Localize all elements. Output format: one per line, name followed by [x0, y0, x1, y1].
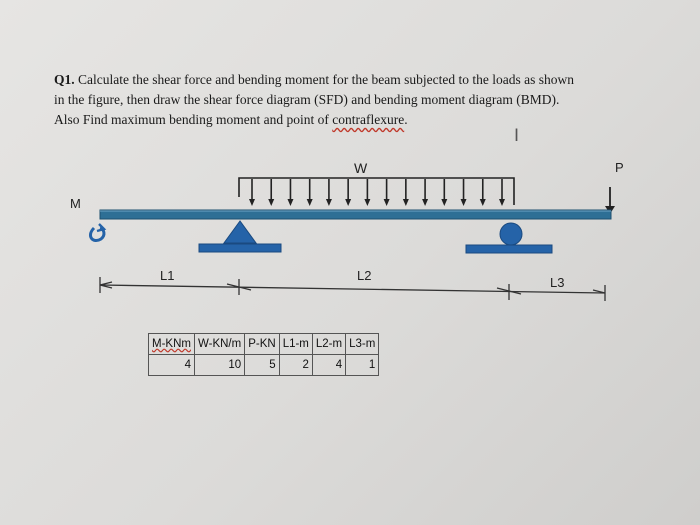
- pin-support: [198, 220, 282, 253]
- span-l3-label: L3: [550, 275, 565, 290]
- udl-arrowhead: [364, 199, 371, 206]
- table-header-cell: L1-m: [278, 333, 313, 355]
- contraflexure-term: contraflexure: [332, 112, 405, 127]
- dimension-lines: [99, 277, 606, 301]
- beam: [99, 209, 612, 220]
- table-value-cell: 10: [193, 354, 246, 376]
- question-line-1: Q1. Calculate the shear force and bendin…: [54, 70, 654, 90]
- moment-m-label: M: [70, 196, 81, 211]
- question-line-1-text: Calculate the shear force and bending mo…: [78, 72, 574, 87]
- moment-arrow-icon: [89, 223, 107, 243]
- udl-arrowhead: [325, 199, 332, 206]
- span-l2-label: L2: [357, 268, 372, 283]
- question-number: Q1.: [54, 72, 75, 87]
- table-value-cell: 1: [345, 354, 380, 376]
- load-p-label: P: [615, 160, 624, 175]
- udl-arrowhead: [441, 199, 448, 206]
- distributed-load: [238, 177, 515, 206]
- udl-arrowhead: [422, 199, 429, 206]
- table-header-row: M-KNm W-KN/m P-KN L1-m L2-m L3-m: [148, 333, 380, 355]
- udl-arrowhead: [345, 199, 352, 206]
- load-w-label: W: [354, 160, 368, 176]
- table-header-cell: M-KNm: [148, 333, 195, 355]
- text-cursor-icon: I: [514, 126, 520, 146]
- span-l1-label: L1: [160, 268, 175, 283]
- table-value-cell: 5: [244, 354, 280, 376]
- question-line-3-text: Also Find maximum bending moment and poi…: [54, 112, 333, 127]
- udl-arrowhead: [383, 199, 390, 206]
- udl-arrowhead: [402, 199, 409, 206]
- table-header-cell: P-KN: [244, 333, 280, 355]
- udl-arrows: [249, 179, 505, 206]
- udl-arrowhead: [249, 199, 255, 206]
- question-text: Q1. Calculate the shear force and bendin…: [54, 70, 654, 130]
- roller-support: [465, 222, 553, 254]
- table-value-cell: 2: [278, 354, 313, 376]
- udl-arrowhead: [306, 199, 313, 206]
- table-header-cell: L2-m: [311, 333, 347, 355]
- table-value-row: 4 10 5 2 4 1: [148, 354, 380, 376]
- question-line-2: in the figure, then draw the shear force…: [54, 92, 560, 107]
- udl-arrowhead: [479, 199, 486, 206]
- table-header-cell: L3-m: [345, 333, 380, 355]
- udl-arrowhead: [460, 199, 467, 206]
- udl-arrowhead: [287, 199, 294, 206]
- udl-arrowhead: [268, 199, 275, 206]
- udl-arrowhead: [499, 199, 505, 206]
- parameter-table: M-KNm W-KN/m P-KN L1-m L2-m L3-m 4 10 5 …: [148, 333, 380, 376]
- question-line-3-period: .: [404, 112, 408, 127]
- table-header-cell: W-KN/m: [193, 333, 246, 355]
- table-value-cell: 4: [148, 354, 195, 376]
- question-line-3: Also Find maximum bending moment and poi…: [54, 110, 654, 130]
- table-value-cell: 4: [311, 354, 347, 376]
